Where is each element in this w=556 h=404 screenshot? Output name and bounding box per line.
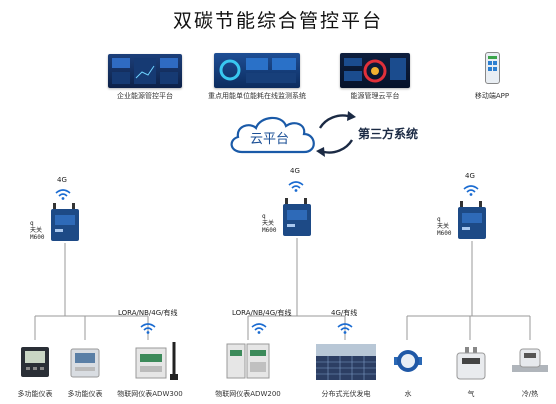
platform-label: 重点用能单位能耗在线监测系统 (208, 92, 306, 100)
page-title: 双碳节能综合管控平台 (172, 10, 383, 32)
multifunction-meter-icon (21, 347, 49, 377)
gateway-device-icon (283, 198, 311, 236)
device-label: 物联网仪表ADW200 (215, 390, 281, 398)
platform-monitoring-screen (214, 53, 300, 88)
platform-enterprise-energy-screen (108, 54, 182, 88)
wifi-icon (55, 189, 71, 200)
din-rail-meter-icon (226, 343, 270, 379)
gas-meter-icon (456, 347, 486, 380)
heat-meter-icon (512, 348, 548, 372)
device-label: 多功能仪表 (17, 390, 53, 398)
link-protocol-label: LORA/NB/4G/有线 (118, 309, 178, 317)
mobile-phone-icon (485, 52, 500, 84)
network-4g-label: 4G (57, 176, 67, 184)
cloud-icon (230, 116, 315, 154)
cloud-label: 云平台 (250, 132, 290, 147)
platform-label: 能源管理云平台 (350, 92, 400, 100)
dashboard-chart-icon (219, 58, 296, 83)
platform-label: 移动端APP (474, 92, 510, 100)
dashboard-chart-icon (112, 58, 178, 84)
link-protocol-label: 4G/有线 (331, 309, 358, 317)
device-label: 冷/热 (521, 390, 539, 398)
wifi-icon (140, 323, 156, 334)
network-4g-label: 4G (290, 167, 300, 175)
solar-panel-icon (316, 344, 376, 380)
din-rail-meter-icon (135, 342, 178, 380)
wifi-icon (288, 181, 304, 192)
gateway-device-icon (51, 203, 79, 241)
wifi-icon (251, 323, 267, 334)
device-label: 物联网仪表ADW300 (117, 390, 183, 398)
app-screen-icon (488, 56, 497, 71)
platform-label: 企业能源管控平台 (117, 92, 173, 100)
device-label: 气 (467, 390, 475, 398)
third-party-system-label: 第三方系统 (358, 127, 419, 141)
device-label: 分布式光伏发电 (321, 390, 371, 398)
platform-cloud-screen (340, 53, 410, 88)
wifi-icon (337, 323, 353, 334)
sync-arrows-icon (316, 111, 356, 157)
device-label: 多功能仪表 (67, 390, 103, 398)
gateway-device-icon (458, 201, 486, 239)
multifunction-meter-icon (70, 348, 100, 378)
water-meter-icon (394, 350, 422, 372)
dashboard-chart-icon (344, 58, 406, 83)
network-4g-label: 4G (465, 172, 475, 180)
wifi-icon (463, 185, 479, 196)
device-label: 水 (404, 390, 412, 398)
link-protocol-label: LORA/NB/4G/有线 (232, 309, 292, 317)
